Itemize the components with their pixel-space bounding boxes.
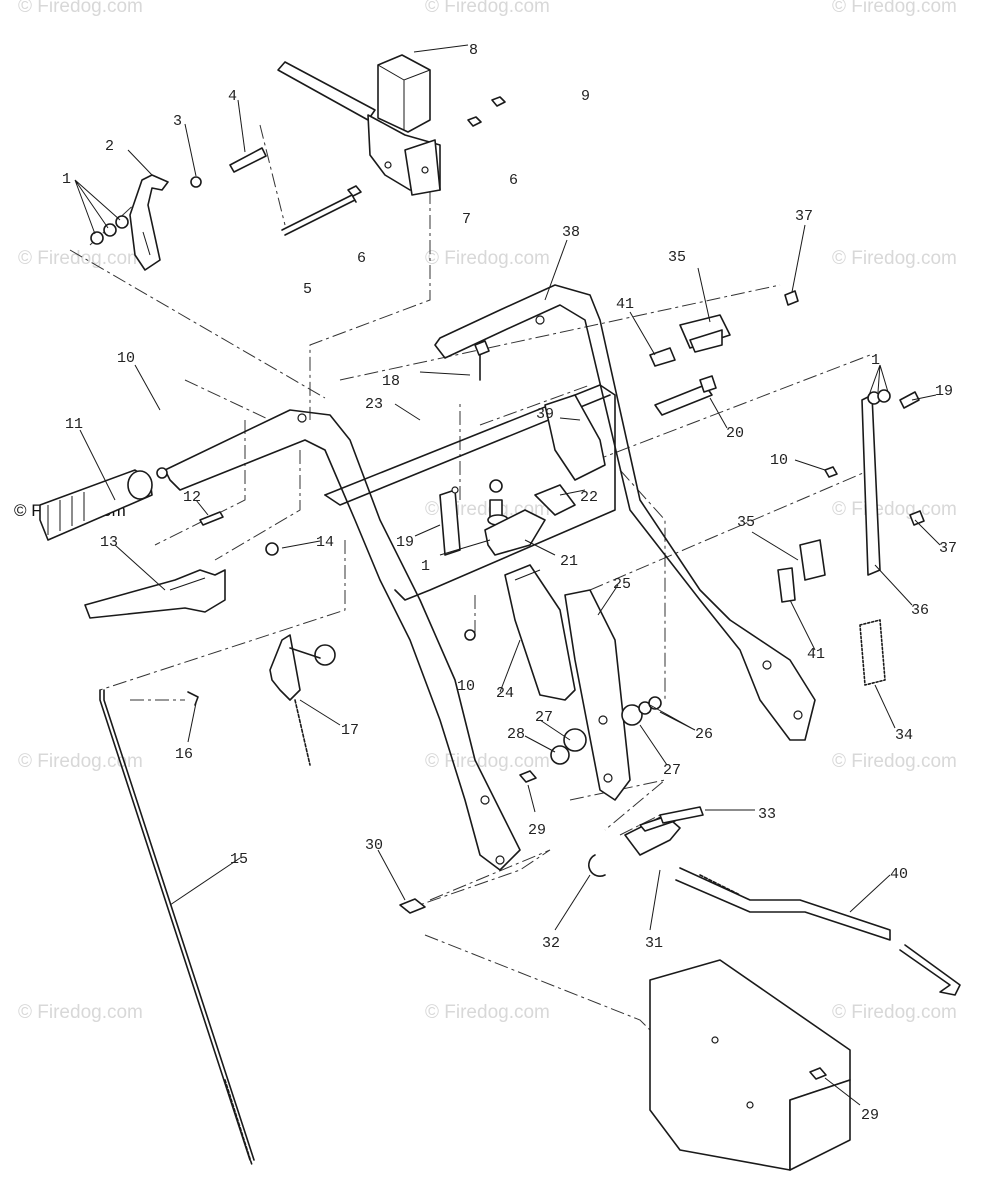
callout-label: 38 (562, 224, 580, 241)
watermark: © Firedog.com (425, 1002, 550, 1023)
callout-label: 6 (509, 172, 518, 189)
watermark: © Firedog.com (832, 1002, 957, 1023)
center-bracket (414, 340, 606, 641)
callout-label: 23 (365, 396, 383, 413)
callout-label: 18 (382, 373, 400, 390)
callout-label: 30 (365, 837, 383, 854)
upper-bracket (277, 44, 506, 236)
callout-label: 29 (861, 1107, 879, 1124)
callout-label: 31 (645, 935, 663, 952)
callout-label: 7 (462, 211, 471, 228)
callout-label: 10 (457, 678, 475, 695)
callout-label: 27 (535, 709, 553, 726)
callout-label: 1 (421, 558, 430, 575)
watermark: © Firedog.com (425, 248, 550, 269)
callout-label: 11 (65, 416, 83, 433)
callout-label: 41 (807, 646, 825, 663)
control-rod (99, 689, 255, 1166)
assembly-lines (69, 124, 871, 1131)
callout-label: 34 (895, 727, 913, 744)
callout-label: 28 (507, 726, 525, 743)
watermark: © Firedog.com (832, 751, 957, 772)
callout-label: 39 (536, 406, 554, 423)
callout-label: 9 (581, 88, 590, 105)
watermark: © Firedog.com (18, 0, 143, 17)
callout-label: 14 (316, 534, 334, 551)
callout-label: 17 (341, 722, 359, 739)
callout-label: 4 (228, 88, 237, 105)
callout-label: 6 (357, 250, 366, 267)
callout-label: 13 (100, 534, 118, 551)
watermark: © Firedog.com (832, 248, 957, 269)
callout-label: 29 (528, 822, 546, 839)
callout-label: 1 (871, 352, 880, 369)
right-switches (629, 224, 941, 729)
callout-label: 8 (469, 42, 478, 59)
callout-label: 19 (935, 383, 953, 400)
callout-label: 33 (758, 806, 776, 823)
callout-label: 16 (175, 746, 193, 763)
watermark: © Firedog.com (425, 751, 550, 772)
watermark: © Firedog.com (18, 1002, 143, 1023)
callout-label: 2 (105, 138, 114, 155)
callout-label: 1 (62, 171, 71, 188)
watermark: © Firedog.com (18, 751, 143, 772)
callout-label: 15 (230, 851, 248, 868)
callout-label: 24 (496, 685, 514, 702)
cable-clevis (377, 806, 961, 996)
callout-label: 35 (668, 249, 686, 266)
callout-label: 27 (663, 762, 681, 779)
watermark: © Firedog.com (832, 499, 957, 520)
callout-label: 3 (173, 113, 182, 130)
callout-label: 36 (911, 602, 929, 619)
callout-label: 41 (616, 296, 634, 313)
callout-label: 10 (117, 350, 135, 367)
callout-label: 12 (183, 489, 201, 506)
latch-assembly (74, 99, 267, 271)
watermark: © Firedog.com (832, 0, 957, 17)
callout-label: 25 (613, 576, 631, 593)
watermark: © Firedog.com (18, 248, 143, 269)
handle-frame (164, 239, 816, 871)
bottom-bracket (649, 959, 861, 1171)
callout-label: 32 (542, 935, 560, 952)
callout-label: 40 (890, 866, 908, 883)
callout-label: 35 (737, 514, 755, 531)
callout-label: 37 (939, 540, 957, 557)
callout-label: 5 (303, 281, 312, 298)
control-knob-bracket (269, 634, 341, 766)
callout-label: 20 (726, 425, 744, 442)
callout-label: 22 (580, 489, 598, 506)
callout-label: 21 (560, 553, 578, 570)
callout-label: 37 (795, 208, 813, 225)
callout-label: 10 (770, 452, 788, 469)
callout-label: 26 (695, 726, 713, 743)
grip-parts (39, 364, 321, 619)
lever-plates (499, 564, 696, 813)
callout-label: 19 (396, 534, 414, 551)
watermark: © Firedog.com (425, 0, 550, 17)
